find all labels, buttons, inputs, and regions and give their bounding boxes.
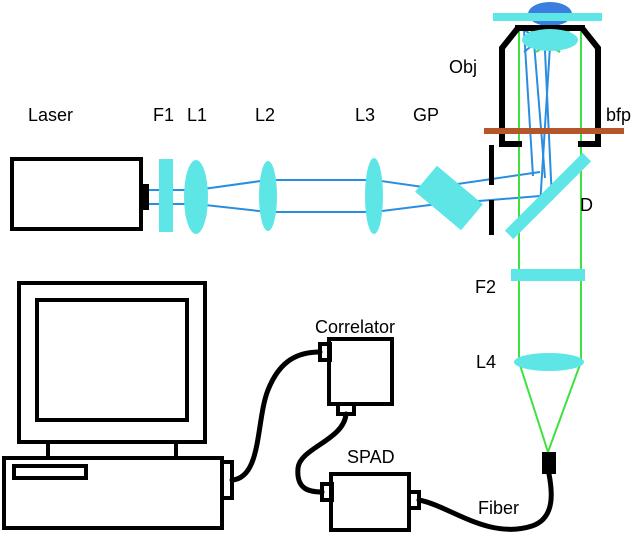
glass-plate-gp xyxy=(415,165,483,231)
label-fiber: Fiber xyxy=(478,498,519,518)
label-spad: SPAD xyxy=(347,447,395,467)
computer-icon xyxy=(2,281,234,530)
back-focal-plane xyxy=(484,128,624,134)
label-l1: L1 xyxy=(187,105,207,125)
cable-computer-correlator xyxy=(229,349,323,483)
cable-correlator-spad xyxy=(295,411,349,495)
label-d: D xyxy=(580,195,593,215)
correlator-box xyxy=(318,337,394,416)
spad-detector xyxy=(320,472,421,532)
cover-slip xyxy=(493,13,602,21)
laser-box xyxy=(10,157,143,231)
filter-f2 xyxy=(511,269,585,281)
label-f2: F2 xyxy=(475,277,496,297)
optical-fiber xyxy=(416,471,554,532)
aperture-upper xyxy=(489,145,494,185)
objective-icon xyxy=(493,2,602,147)
fiber-connector xyxy=(542,452,556,474)
label-gp: GP xyxy=(413,105,439,125)
laser-aperture xyxy=(141,184,149,210)
filter-f1 xyxy=(159,159,173,232)
lens-l1 xyxy=(184,160,208,234)
label-bfp: bfp xyxy=(606,105,631,125)
dichroic-mirror xyxy=(504,152,592,240)
aperture-lower xyxy=(489,200,494,235)
label-l3: L3 xyxy=(355,105,375,125)
label-correlator: Correlator xyxy=(315,317,395,337)
label-laser: Laser xyxy=(28,105,73,125)
label-f1: F1 xyxy=(153,105,174,125)
label-l4: L4 xyxy=(476,352,496,372)
label-l2: L2 xyxy=(255,105,275,125)
lens-l3 xyxy=(365,158,383,234)
lens-l2 xyxy=(259,161,277,231)
label-obj: Obj xyxy=(449,57,477,77)
lens-l4 xyxy=(514,353,584,371)
